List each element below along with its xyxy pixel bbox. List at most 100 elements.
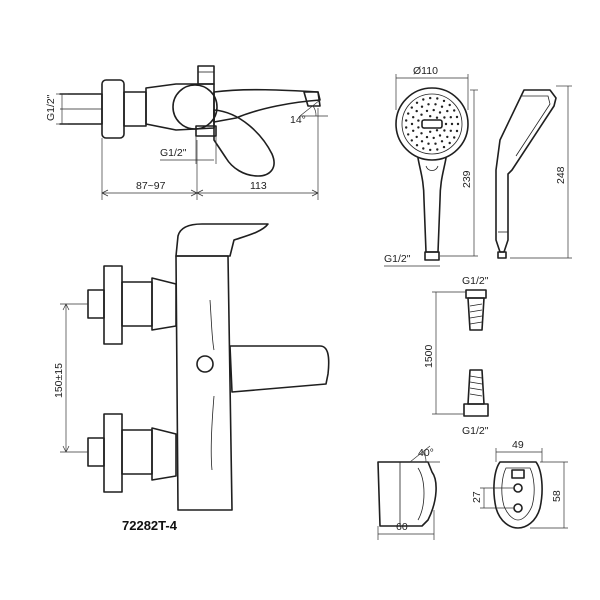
front-length-label: 239 bbox=[461, 170, 473, 188]
holder-width-label: 49 bbox=[512, 439, 524, 451]
model-code: 72282T-4 bbox=[122, 518, 178, 533]
top-inlet-nut bbox=[87, 289, 105, 319]
spray-nozzle bbox=[407, 133, 410, 136]
shower-thread-label: G1/2" bbox=[384, 253, 411, 265]
wall-holder-views: 40° 60 49 27 58 bbox=[377, 439, 568, 540]
holder-angle-label: 40° bbox=[418, 447, 434, 459]
holder-screw-hole-bottom bbox=[513, 503, 523, 513]
spray-nozzle bbox=[443, 116, 446, 119]
spray-nozzle bbox=[425, 135, 429, 139]
spray-nozzle bbox=[420, 140, 424, 143]
spray-nozzle bbox=[405, 126, 408, 129]
spray-nozzle bbox=[436, 148, 439, 151]
holder-side-profile bbox=[377, 461, 437, 527]
spray-nozzle bbox=[442, 99, 446, 103]
spray-nozzle bbox=[429, 96, 432, 100]
spray-nozzle bbox=[434, 142, 437, 145]
top-valve bbox=[197, 65, 215, 85]
spray-nozzle bbox=[417, 126, 420, 129]
spray-nozzle bbox=[456, 122, 460, 126]
spray-nozzle bbox=[435, 129, 439, 132]
mixer-side-view: 14° G1/2" G1/2" 87~97 113 bbox=[45, 65, 328, 200]
shower-handle bbox=[417, 157, 447, 253]
spray-nozzle bbox=[412, 116, 415, 119]
shower-side-profile bbox=[495, 89, 557, 253]
spray-nozzle bbox=[417, 119, 420, 122]
spray-nozzle bbox=[449, 116, 452, 119]
spray-nozzle bbox=[427, 103, 430, 106]
spray-nozzle bbox=[436, 97, 439, 100]
spray-nozzle bbox=[429, 148, 432, 152]
spray-nozzle bbox=[415, 135, 418, 139]
hose-bottom-nut bbox=[463, 403, 489, 417]
spray-nozzle bbox=[425, 109, 429, 113]
spout-dim-label: 113 bbox=[250, 180, 267, 192]
angle-arc bbox=[312, 105, 317, 117]
spray-nozzle bbox=[432, 108, 435, 112]
hand-shower-views: Ø110 239 G1/2" 248 bbox=[384, 65, 572, 267]
top-connector bbox=[121, 281, 153, 327]
spray-nozzle bbox=[446, 135, 449, 139]
top-elbow bbox=[151, 277, 177, 331]
side-thread-end bbox=[497, 251, 507, 259]
spray-nozzle bbox=[444, 122, 448, 126]
spray-nozzle bbox=[448, 141, 451, 145]
spray-nozzle-grid bbox=[405, 96, 460, 152]
spray-nozzle bbox=[415, 101, 419, 105]
center-distance-label: 150±15 bbox=[53, 363, 65, 398]
inlet-thread-label: G1/2" bbox=[45, 94, 57, 121]
spray-nozzle bbox=[410, 106, 413, 109]
shower-logo-plate bbox=[421, 119, 443, 129]
spray-nozzle bbox=[422, 98, 425, 101]
holder-hole-height-label: 27 bbox=[471, 491, 483, 503]
holder-front-profile bbox=[493, 461, 543, 529]
bottom-escutcheon bbox=[103, 413, 123, 493]
spray-nozzle bbox=[455, 129, 459, 133]
spray-nozzle bbox=[440, 140, 444, 143]
cartridge-circle bbox=[172, 84, 218, 130]
holder-top-slot bbox=[511, 469, 525, 479]
spray-nozzle bbox=[410, 139, 413, 142]
front-spout bbox=[229, 345, 330, 393]
spray-nozzle bbox=[449, 129, 452, 132]
spray-nozzle bbox=[420, 105, 424, 108]
front-body bbox=[175, 255, 233, 511]
shower-hose: 1500 G1/2" G1/2" bbox=[423, 275, 489, 437]
spray-nozzle bbox=[405, 119, 408, 122]
hose-length-label: 1500 bbox=[423, 344, 435, 368]
shower-head-outer bbox=[395, 87, 469, 161]
spray-nozzle bbox=[443, 129, 446, 132]
side-length-label: 248 bbox=[555, 166, 567, 184]
spray-nozzle bbox=[438, 134, 442, 137]
head-diameter-label: Ø110 bbox=[413, 65, 438, 77]
mixer-front-view: 150±15 72282T-4 bbox=[53, 223, 330, 533]
spray-nozzle bbox=[455, 115, 459, 119]
top-escutcheon bbox=[103, 265, 123, 345]
spray-nozzle bbox=[407, 112, 410, 115]
connector bbox=[123, 91, 147, 127]
bottom-elbow bbox=[151, 427, 177, 481]
angle-lines bbox=[299, 99, 328, 117]
spray-nozzle bbox=[420, 113, 423, 116]
hose-top-thread-label: G1/2" bbox=[462, 275, 489, 287]
spray-nozzle bbox=[438, 111, 442, 114]
diverter-knob bbox=[196, 355, 214, 373]
projection-dim-label: 87~97 bbox=[136, 180, 166, 192]
spray-nozzle bbox=[415, 144, 419, 147]
bottom-connector bbox=[121, 429, 153, 475]
spray-nozzle bbox=[440, 105, 444, 108]
spout-tip bbox=[303, 91, 321, 107]
spray-nozzle bbox=[453, 136, 456, 139]
spray-nozzle bbox=[429, 130, 432, 133]
spray-nozzle bbox=[410, 122, 414, 126]
hose-bottom-thread-label: G1/2" bbox=[462, 425, 489, 437]
shower-head-face bbox=[401, 93, 463, 155]
front-lever bbox=[175, 223, 269, 257]
shower-thread-end bbox=[424, 251, 440, 261]
spray-nozzle bbox=[434, 103, 437, 106]
hose-bottom-fitting bbox=[467, 369, 485, 405]
spray-nozzle bbox=[420, 132, 423, 135]
bottom-inlet-nut bbox=[87, 437, 105, 467]
hose-top-nut bbox=[465, 289, 487, 299]
